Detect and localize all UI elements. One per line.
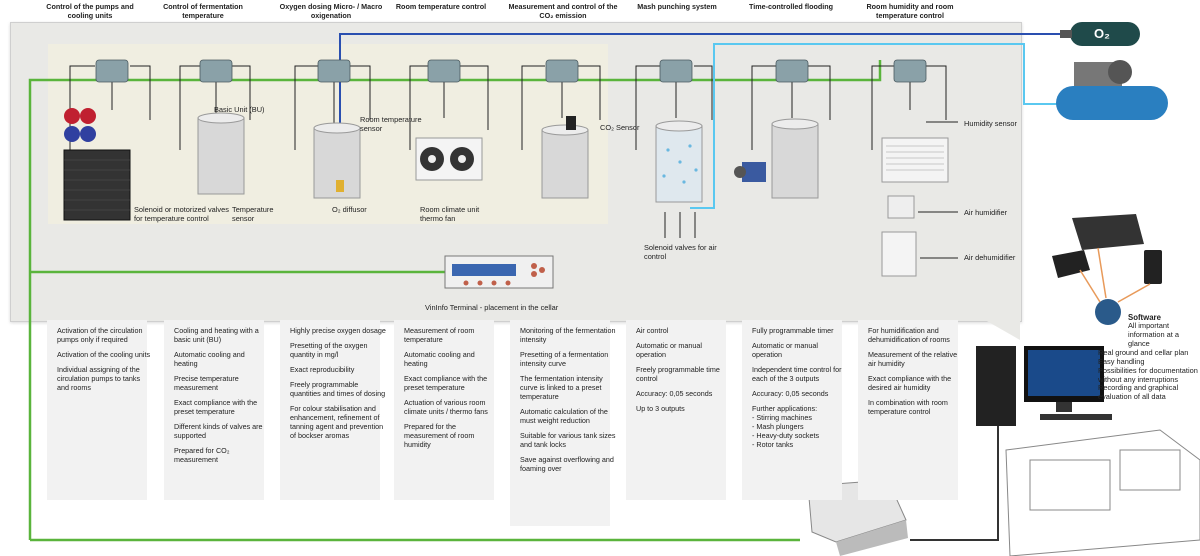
header-pumps: Control of the pumps and cooling units bbox=[46, 2, 134, 20]
header-room-temp: Room temperature control bbox=[395, 2, 487, 11]
header-fermentation: Control of fermentation temperature bbox=[163, 2, 243, 20]
header-humidity: Room humidity and room temperature contr… bbox=[866, 2, 954, 20]
desc-col-bg bbox=[510, 320, 610, 526]
room-climate-label: Room climate unit thermo fan bbox=[420, 205, 480, 223]
desc-col-bg bbox=[742, 320, 842, 500]
header-flooding: Time-controlled flooding bbox=[748, 2, 834, 11]
desc-co2: Monitoring of the fermentation intensity… bbox=[520, 326, 616, 473]
humidifier-shape bbox=[887, 195, 915, 219]
humidity-sensor-label: Humidity sensor bbox=[964, 119, 1017, 128]
software-title: Software bbox=[1128, 313, 1161, 322]
callout-tail bbox=[478, 230, 496, 246]
software-item: Recording and graphical evaluation of al… bbox=[1098, 383, 1179, 402]
desc-col-bg bbox=[858, 320, 958, 500]
desc-col-bg bbox=[164, 320, 264, 500]
compressor-shape bbox=[1056, 60, 1168, 120]
devices bbox=[1052, 214, 1162, 325]
temp-sensor-label: Temperature sensor bbox=[232, 205, 274, 223]
callout-tail-right bbox=[985, 320, 1020, 340]
control-box bbox=[95, 59, 129, 83]
header-co2: Measurement and control of the CO₂ emiss… bbox=[508, 2, 618, 20]
desc-fermentation: Cooling and heating with a basic unit (B… bbox=[174, 326, 263, 464]
solenoid-air-label: Solenoid valves for air control bbox=[644, 243, 717, 261]
o2-diffusor-label: O₂ diffusor bbox=[332, 205, 367, 214]
o2-bottle-shape bbox=[1060, 22, 1140, 46]
solenoid-label: Solenoid or motorized valves for tempera… bbox=[134, 205, 229, 223]
desc-col-bg bbox=[626, 320, 726, 500]
software-item: Easy handling bbox=[1098, 356, 1145, 366]
climate-unit bbox=[415, 137, 483, 181]
software-item: Real ground and cellar plan bbox=[1098, 347, 1189, 357]
computer-shape bbox=[976, 346, 1112, 426]
software-block: Software All important information at a … bbox=[1098, 313, 1198, 402]
header-oxygen: Oxygen dosing Micro- / Macro oxigenation bbox=[279, 2, 383, 20]
dehumidifier-shape bbox=[881, 231, 917, 277]
desc-pumps: Activation of the circulation pumps only… bbox=[57, 326, 151, 392]
air-line bbox=[690, 43, 1060, 209]
cooling-unit bbox=[63, 108, 131, 221]
terminal-shape bbox=[444, 255, 554, 289]
tanks bbox=[197, 112, 819, 203]
desc-col-bg bbox=[394, 320, 494, 500]
basic-unit-label: Basic Unit (BU) bbox=[214, 105, 265, 114]
air-humidifier-label: Air humidifier bbox=[964, 208, 1008, 217]
co2-sensor-shape bbox=[566, 116, 576, 130]
air-dehumidifier-label: Air dehumidifier bbox=[964, 253, 1016, 262]
software-item: All important information at a glance bbox=[1128, 321, 1179, 349]
diffusor-mark bbox=[336, 180, 344, 192]
terminal-label: VinInfo Terminal - placement in the cell… bbox=[425, 303, 559, 312]
window-ac bbox=[881, 137, 949, 183]
desc-col-bg bbox=[280, 320, 380, 500]
o2-label: O₂ bbox=[1094, 26, 1110, 41]
flooding-pump bbox=[734, 162, 766, 182]
computer-cable bbox=[910, 420, 999, 541]
software-item: Possibilities for documentation without … bbox=[1098, 365, 1198, 384]
co2-sensor-label: CO₂ Sensor bbox=[600, 123, 640, 132]
desc-humidity: For humidification and dehumidification … bbox=[868, 326, 958, 416]
room-temp-sensor-label: Room temperature sensor bbox=[360, 115, 422, 133]
floor-plan bbox=[1005, 429, 1200, 556]
desc-col-bg bbox=[47, 320, 147, 500]
header-mash: Mash punching system bbox=[637, 2, 717, 11]
